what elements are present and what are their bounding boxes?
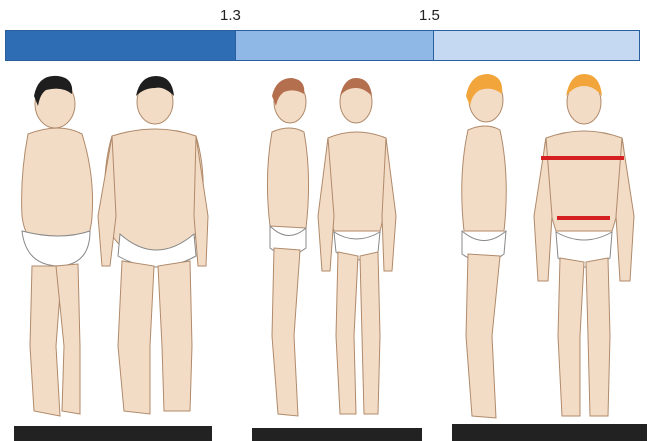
ground-strip-2 [252,428,422,441]
figure-athletic-side [462,74,507,418]
waist-width-marker [557,216,610,220]
shoulder-width-marker [541,156,624,160]
figure-athletic-front [534,74,634,416]
scale-segment-mid [235,31,433,60]
ground-strip-3 [452,424,647,441]
figure-obese-side [22,76,93,416]
figures-illustration [0,66,652,441]
scale-segment-low [6,31,235,60]
figure-average-front [318,78,396,414]
scale-segment-high [433,31,639,60]
ratio-scale-bar [5,30,640,61]
tick-label-low: 1.3 [220,7,241,24]
figure-obese-front [98,76,208,414]
figure-average-side [267,78,308,416]
tick-label-high: 1.5 [419,7,440,24]
ground-strip-1 [14,426,212,441]
